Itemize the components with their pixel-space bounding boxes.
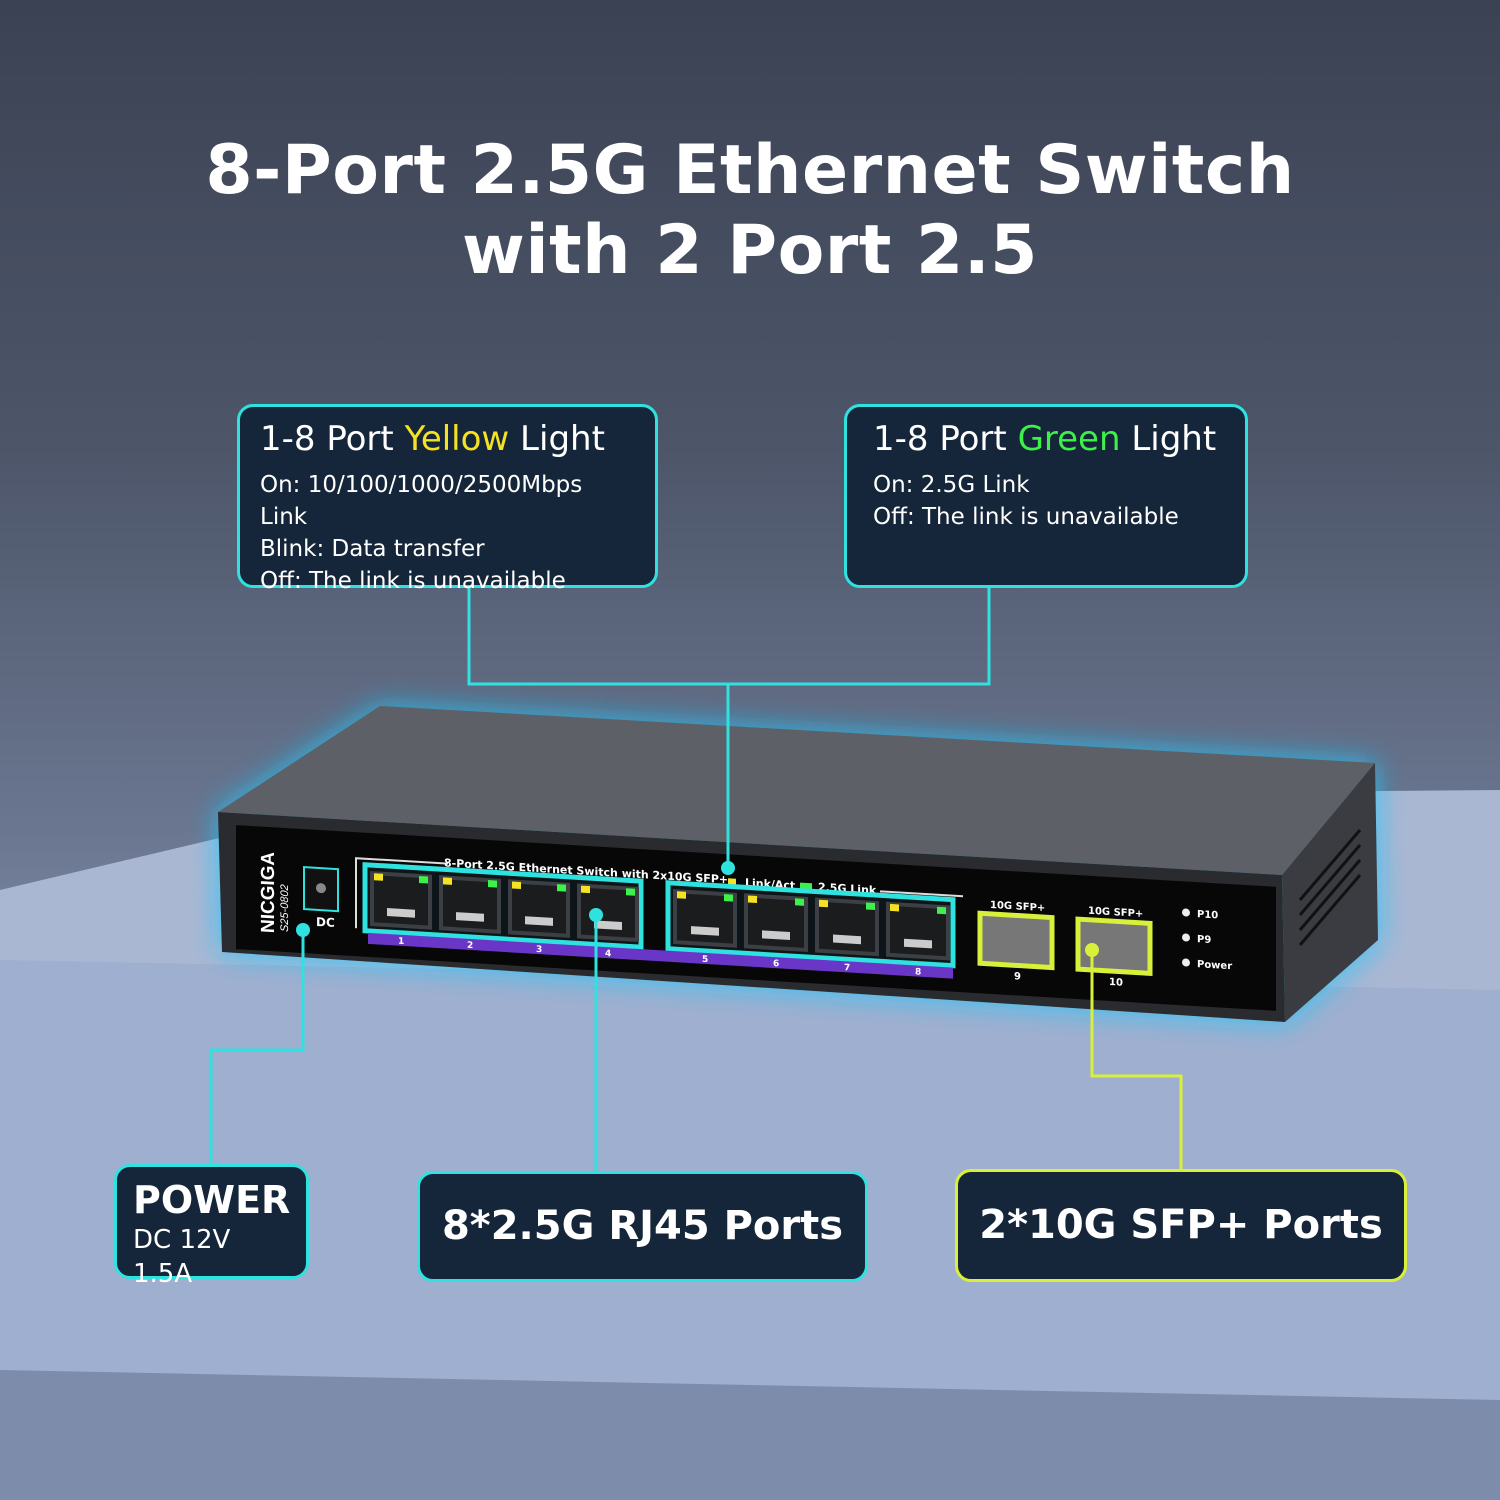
rj45-label: 8*2.5G RJ45 Ports [441, 1203, 844, 1249]
green-light-callout: 1-8 Port Green Light On: 2.5G Link Off: … [844, 404, 1248, 588]
title-line-2: with 2 Port 2.5 [462, 210, 1038, 290]
rj45-port-1[interactable] [370, 871, 432, 930]
port-number-2: 2 [467, 941, 473, 951]
led-p9 [1182, 933, 1190, 942]
link-act-led [374, 873, 383, 881]
led-connector-line [467, 587, 991, 686]
link-2-5g-led [557, 884, 566, 892]
port-number-6: 6 [773, 959, 779, 969]
rj45-port-2[interactable] [439, 875, 501, 934]
link-act-led [748, 895, 757, 904]
rj45-group-1-4 [362, 862, 644, 950]
link-2-5g-led [724, 894, 733, 902]
link-act-led [890, 903, 899, 912]
switch-side [1282, 763, 1378, 1022]
yellow-light-heading: 1-8 Port Yellow Light [260, 419, 605, 459]
link-act-led [512, 881, 521, 890]
green-light-on: On: 2.5G Link [873, 472, 1030, 498]
link-2-5g-led [937, 906, 946, 915]
side-vents [1298, 829, 1362, 946]
rj45-port-6[interactable] [744, 893, 808, 953]
title-line-1: 8-Port 2.5G Ethernet Switch [205, 130, 1295, 210]
dc-label: DC [316, 915, 335, 930]
sfp-10-number: 10 [1109, 977, 1123, 989]
page-title: 8-Port 2.5G Ethernet Switch with 2 Port … [0, 131, 1500, 291]
link-2-5g-led [488, 880, 497, 888]
model-number: S25-0802 [279, 884, 291, 932]
link-2-5g-led [866, 902, 875, 911]
power-title: POWER [133, 1178, 291, 1222]
port-number-5: 5 [702, 955, 708, 965]
green-light-off: Off: The link is unavailable [873, 504, 1179, 530]
sfp-9-number: 9 [1014, 971, 1021, 982]
yellow-light-blink: Blink: Data transfer [260, 536, 485, 562]
rj45-port-3[interactable] [508, 879, 570, 938]
led-p10 [1182, 908, 1190, 917]
switch-top [218, 706, 1375, 875]
brand-logo: NICGIGA [258, 851, 279, 934]
green-light-heading: 1-8 Port Green Light [873, 419, 1217, 459]
led-p9-label: P9 [1197, 934, 1211, 946]
port-number-3: 3 [536, 945, 542, 955]
rj45-group-5-8 [665, 880, 956, 969]
yellow-light-on: On: 10/100/1000/2500Mbps Link [260, 472, 583, 530]
yellow-light-off: Off: The link is unavailable [260, 568, 566, 594]
sfp-label: 2*10G SFP+ Ports [979, 1202, 1383, 1248]
link-2-5g-led [626, 888, 635, 896]
sfp-callout: 2*10G SFP+ Ports [955, 1169, 1407, 1282]
link-act-led [443, 877, 452, 885]
rj45-callout: 8*2.5G RJ45 Ports [417, 1171, 868, 1282]
led-power [1182, 958, 1190, 967]
sfp-10-label: 10G SFP+ [1088, 906, 1143, 920]
power-callout: POWER DC 12V 1.5A [114, 1164, 309, 1289]
sfp-port-10[interactable] [1075, 916, 1153, 977]
power-spec: DC 12V 1.5A [133, 1225, 231, 1289]
link-act-led [819, 899, 828, 908]
port-number-strip [368, 932, 953, 979]
link-act-led [581, 885, 590, 894]
power-connector-line [209, 930, 305, 1165]
rj45-port-5[interactable] [673, 889, 737, 948]
led-p10-label: P10 [1197, 909, 1218, 921]
sfp-connector-line [1090, 950, 1183, 1170]
port-number-1: 1 [398, 937, 404, 947]
link-act-led [677, 891, 686, 899]
port-number-8: 8 [915, 967, 921, 977]
led-power-label: Power [1197, 959, 1232, 972]
link-2-5g-led [419, 875, 428, 884]
port-number-4: 4 [605, 949, 611, 959]
rj45-port-7[interactable] [815, 897, 879, 957]
sfp-9-label: 10G SFP+ [990, 900, 1045, 914]
sfp-port-9[interactable] [977, 910, 1055, 971]
rj45-port-8[interactable] [886, 901, 950, 961]
link-2-5g-led [795, 898, 804, 906]
port-number-7: 7 [844, 963, 850, 973]
yellow-light-callout: 1-8 Port Yellow Light On: 10/100/1000/25… [237, 404, 658, 594]
